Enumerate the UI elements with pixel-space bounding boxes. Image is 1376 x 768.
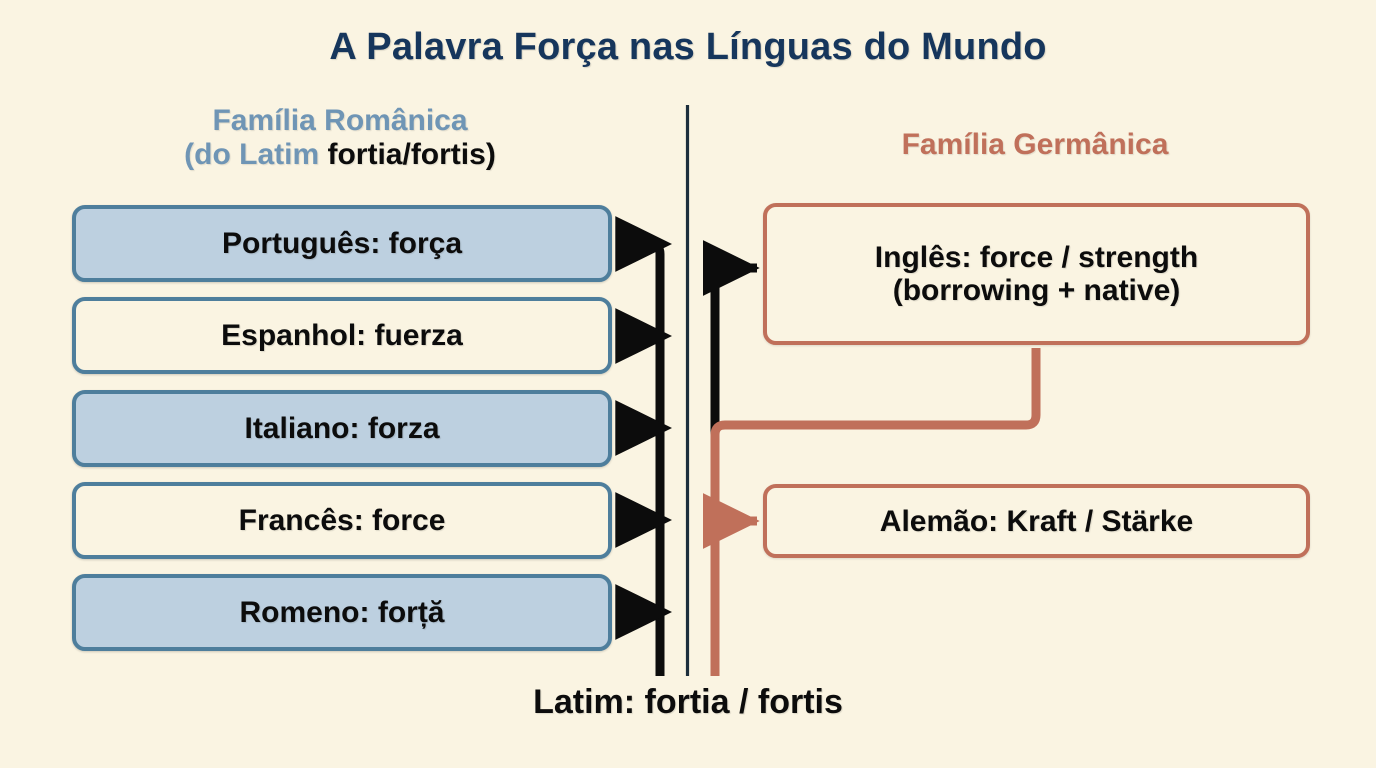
node-ingles-label-line1: Inglês: force / strength (874, 241, 1199, 274)
romance-latin-prefix: (do Latim (184, 137, 328, 171)
node-espanhol-label: Espanhol: fuerza (221, 319, 463, 352)
arrow-latin-to-romeno (615, 584, 672, 676)
arrow-germanic-to-alemao (703, 493, 760, 560)
romance-latin-suffix: ) (485, 137, 496, 171)
column-header-germanic: Família Germânica (901, 128, 1169, 161)
node-ingles-label-line2: (borrowing + native) (892, 274, 1181, 307)
node-frances[interactable]: Francês: force (72, 482, 612, 559)
node-portugues[interactable]: Português: força (72, 205, 612, 282)
node-alemao-label: Alemão: Kraft / Stärke (879, 504, 1194, 538)
column-header-romance-line1: Família Românica (212, 104, 468, 137)
node-portugues-label: Português: força (221, 227, 463, 260)
node-romeno[interactable]: Romeno: forță (72, 574, 612, 651)
column-header-romance-line2: (do Latim fortia/fortis) (40, 138, 640, 172)
arrow-latin-to-espanhol (615, 308, 672, 470)
node-espanhol[interactable]: Espanhol: fuerza (72, 297, 612, 374)
node-ingles[interactable]: Inglês: force / strength (borrowing + na… (763, 203, 1310, 345)
node-italiano-label: Italiano: forza (244, 412, 440, 445)
arrow-latin-to-italiano (615, 400, 672, 560)
arrow-latin-to-portugues (615, 216, 672, 676)
node-alemao[interactable]: Alemão: Kraft / Stärke (763, 484, 1310, 558)
arrow-latin-to-frances (615, 492, 672, 650)
column-header-romance: Família Românica (do Latim fortia/fortis… (40, 104, 640, 171)
latin-root-label: Latim: fortia / fortis (533, 683, 843, 721)
page-title: A Palavra Força nas Línguas do Mundo (329, 26, 1047, 68)
romance-latin-source: fortia/fortis (327, 137, 486, 171)
node-italiano[interactable]: Italiano: forza (72, 390, 612, 467)
arrow-latin-to-ingles (703, 240, 760, 440)
node-frances-label: Francês: force (238, 504, 446, 537)
node-romeno-label: Romeno: forță (239, 596, 445, 629)
